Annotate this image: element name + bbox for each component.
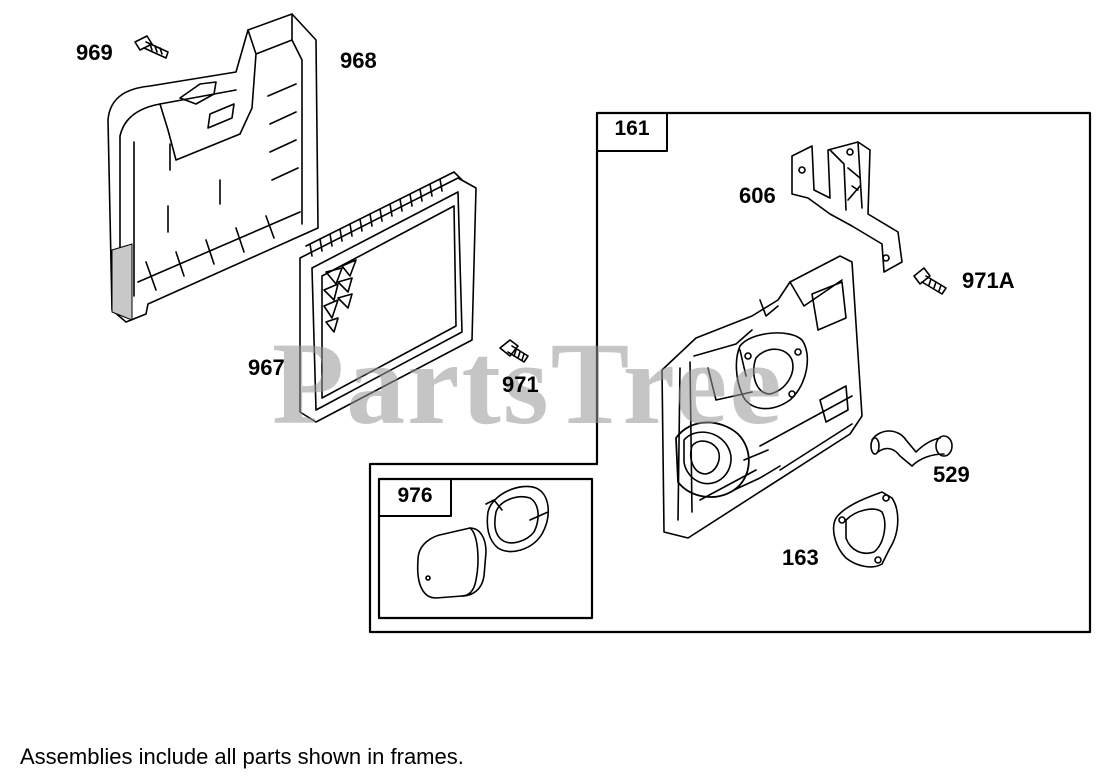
part-label-529: 529 (933, 462, 970, 487)
air-cleaner-housing-968-icon (107, 13, 319, 323)
assembly-frame-976 (377, 477, 594, 620)
part-label-967: 967 (248, 355, 285, 380)
bracket-606-icon (791, 141, 903, 273)
frame-label-976: 976 (382, 484, 448, 508)
frame-label-161: 161 (600, 117, 664, 141)
air-cleaner-base-icon (661, 255, 863, 539)
part-label-606: 606 (739, 183, 776, 208)
part-label-969: 969 (76, 40, 113, 65)
precleaner-976-icon (416, 485, 549, 599)
part-label-163: 163 (782, 545, 819, 570)
part-label-971: 971 (502, 372, 539, 397)
part-label-968: 968 (340, 48, 377, 73)
part-label-971a: 971A (962, 268, 1015, 293)
elbow-tube-529-icon (870, 430, 953, 467)
air-filter-967-icon (299, 171, 477, 423)
assembly-frame-161 (368, 111, 1092, 634)
gasket-163-icon (832, 491, 899, 568)
assemblies-footnote: Assemblies include all parts shown in fr… (20, 744, 464, 769)
bolt-969-icon (134, 35, 169, 59)
bolt-971a-icon (913, 267, 947, 295)
screw-971-icon (499, 339, 529, 363)
